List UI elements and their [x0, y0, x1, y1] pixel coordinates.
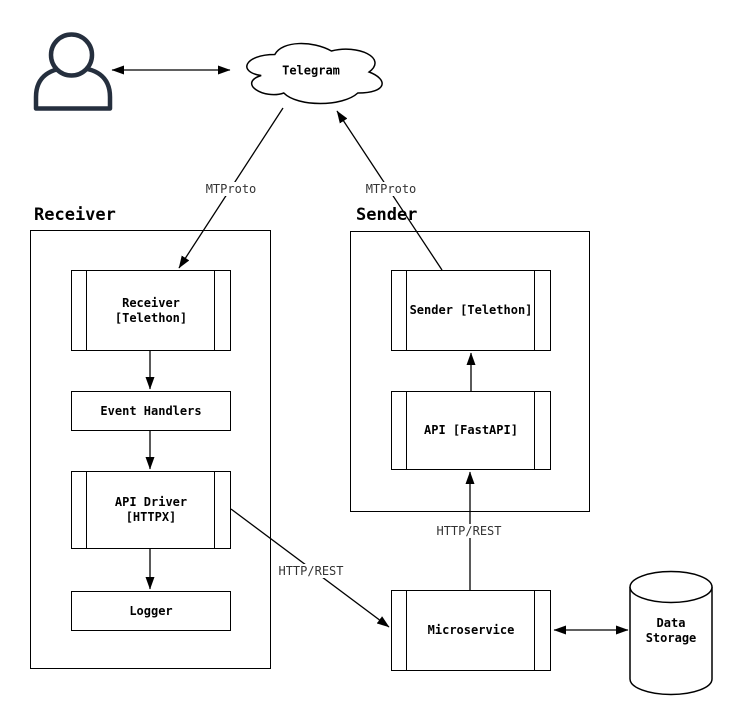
user-icon [33, 32, 113, 111]
component-bar-right [534, 271, 535, 350]
user-icon-head [48, 32, 95, 78]
mtproto-label-left: MTProto [203, 182, 259, 196]
component-bar-left [85, 472, 87, 548]
component-bar-left [405, 591, 407, 670]
node-event-handlers: Event Handlers [71, 391, 231, 431]
node-logger-label: Logger [129, 603, 173, 618]
node-api-driver: API Driver [HTTPX] [71, 471, 231, 549]
mtproto-label-right: MTProto [363, 182, 419, 196]
receiver-group-label: Receiver [34, 205, 116, 225]
component-bar-right [534, 392, 535, 469]
http-rest-label-right: HTTP/REST [434, 524, 504, 538]
database-cylinder-top [629, 570, 713, 604]
http-rest-label-left: HTTP/REST [276, 564, 346, 578]
node-api-fastapi-label: API [FastAPI] [424, 423, 518, 437]
node-microservice-label: Microservice [427, 623, 515, 637]
node-receiver-telethon-line1: Receiver [122, 295, 180, 310]
component-bar-right [534, 591, 535, 670]
node-event-handlers-label: Event Handlers [100, 403, 202, 418]
node-receiver-telethon: Receiver [Telethon] [71, 270, 231, 351]
user-icon-body [33, 65, 113, 111]
sender-group-label: Sender [356, 205, 418, 225]
node-api-driver-line2: [HTTPX] [125, 510, 177, 524]
data-storage-line1: Data [656, 616, 686, 630]
node-sender-telethon-label: Sender [Telethon] [409, 303, 533, 317]
component-bar-left [405, 392, 407, 469]
data-storage-label: Data Storage [646, 616, 697, 646]
component-bar-right [214, 271, 215, 350]
component-bar-left [405, 271, 407, 350]
component-bar-right [214, 472, 215, 548]
data-storage-line2: Storage [645, 631, 697, 645]
node-sender-telethon: Sender [Telethon] [391, 270, 551, 351]
node-api-fastapi: API [FastAPI] [391, 391, 551, 470]
component-bar-left [85, 271, 87, 350]
node-receiver-telethon-line2: [Telethon] [114, 310, 188, 325]
receiver-group-box [30, 230, 271, 669]
telegram-label: Telegram [282, 63, 340, 78]
node-microservice: Microservice [391, 590, 551, 671]
node-api-driver-line1: API Driver [114, 495, 188, 509]
node-logger: Logger [71, 591, 231, 631]
